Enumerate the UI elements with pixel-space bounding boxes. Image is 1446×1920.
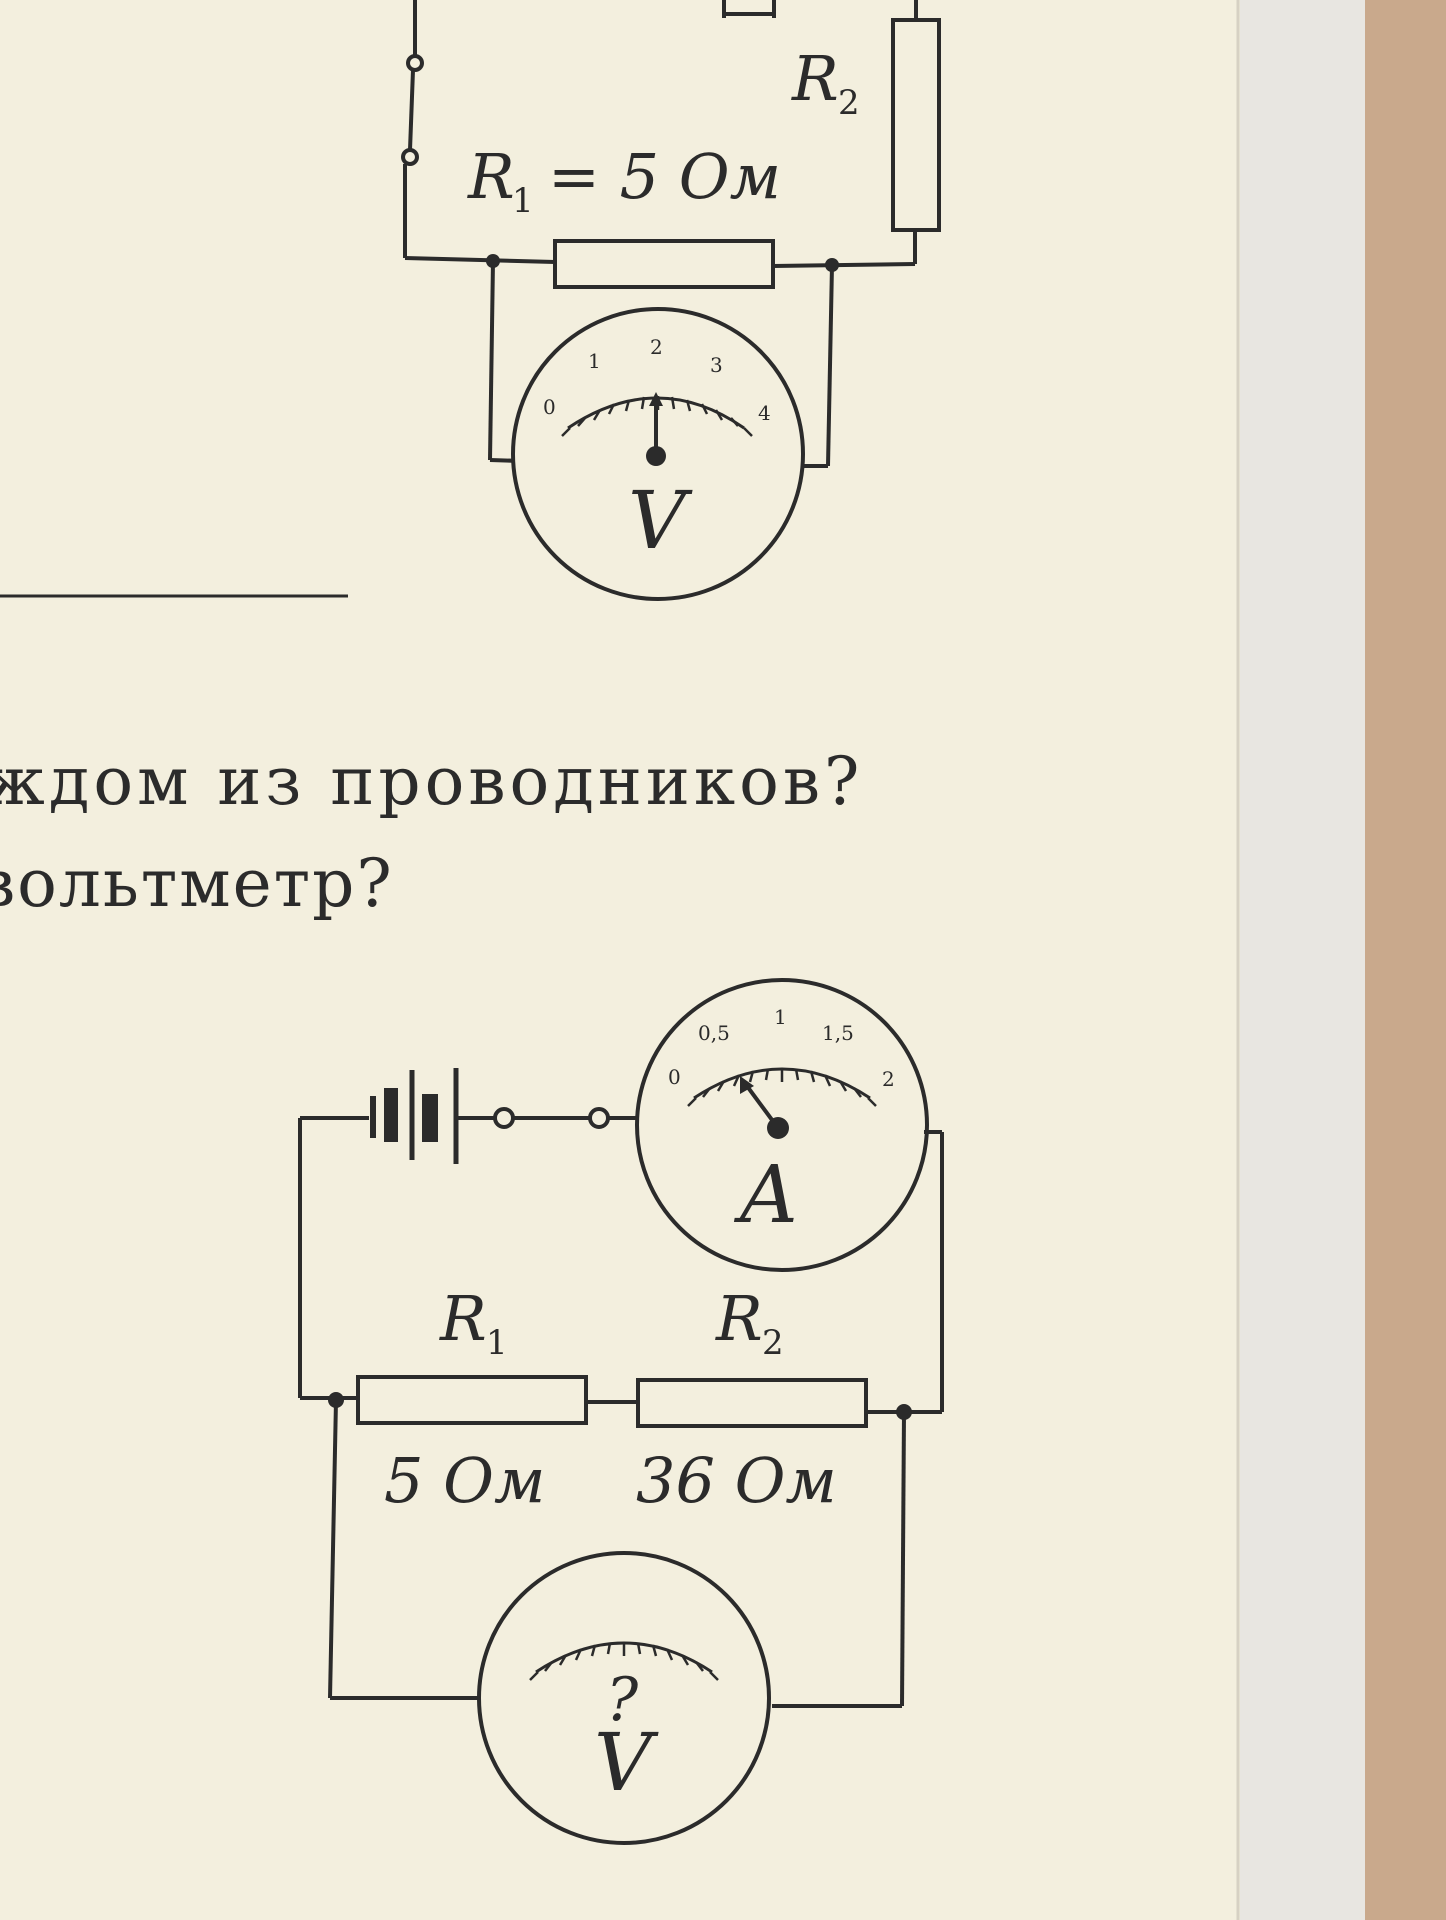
top-r1-label: R bbox=[467, 140, 515, 213]
bot-vm-tick bbox=[574, 1648, 583, 1661]
top-r1-value: = 5 Ом bbox=[548, 140, 781, 213]
top-terminal-b bbox=[401, 148, 419, 166]
bot-r1-label: R bbox=[439, 1282, 487, 1355]
top-circuit bbox=[401, 0, 941, 601]
bot-r2-value: 36 Ом bbox=[636, 1444, 837, 1517]
bot-r1-subscript: 1 bbox=[486, 1323, 508, 1363]
top-voltmeter-needle-tip bbox=[649, 392, 663, 406]
top-terminal-a bbox=[406, 54, 424, 72]
bot-terminal-b bbox=[588, 1107, 610, 1129]
top-vm-scale-4: 4 bbox=[758, 401, 771, 425]
am-tick bbox=[764, 1068, 770, 1081]
bot-r2-resistor bbox=[636, 1378, 868, 1428]
am-tick bbox=[853, 1087, 862, 1098]
bot-vm-tick bbox=[636, 1642, 642, 1655]
top-r2-label: R bbox=[791, 42, 839, 115]
top-vm-tick bbox=[714, 409, 724, 421]
top-r2-subscript: 2 bbox=[838, 83, 860, 123]
bot-vm-tick bbox=[606, 1642, 612, 1655]
bot-r2-label: R bbox=[715, 1282, 763, 1355]
top-left-wire-2 bbox=[408, 69, 415, 151]
am-tick bbox=[823, 1074, 832, 1087]
bot-battery-cell-thick bbox=[384, 1088, 398, 1142]
bot-v-branch-right-1 bbox=[900, 1411, 906, 1707]
bot-vm-tick bbox=[558, 1654, 568, 1666]
bot-voltmeter-letter: V bbox=[594, 1716, 659, 1809]
top-v-branch-right-1 bbox=[826, 264, 834, 467]
top-vm-tick bbox=[577, 417, 586, 427]
top-vm-scale-1: 1 bbox=[588, 349, 601, 373]
top-v-branch-left-1 bbox=[488, 260, 495, 461]
top-voltmeter-letter: V bbox=[628, 474, 693, 567]
bot-vm-tick bbox=[590, 1644, 597, 1657]
ammeter-scale-0-5: 0,5 bbox=[698, 1021, 730, 1045]
bot-vm-tick bbox=[680, 1654, 690, 1666]
bottom-circuit bbox=[298, 978, 944, 1845]
top-bottom-wire-left bbox=[404, 256, 556, 264]
top-vm-tick bbox=[561, 427, 571, 437]
bot-voltmeter-body bbox=[477, 1551, 771, 1845]
ammeter-scale-0: 0 bbox=[668, 1065, 681, 1089]
am-tick bbox=[748, 1070, 755, 1083]
bot-vm-tick bbox=[529, 1671, 539, 1681]
top-vm-scale-3: 3 bbox=[710, 353, 723, 377]
top-bottom-wire-right bbox=[772, 262, 916, 268]
top-vm-tick bbox=[670, 396, 676, 410]
bot-vm-tick bbox=[665, 1648, 674, 1661]
bot-vm-tick bbox=[709, 1671, 719, 1681]
am-tick bbox=[687, 1097, 697, 1107]
ammeter-ticks bbox=[687, 1068, 877, 1107]
top-vm-tick bbox=[624, 399, 631, 412]
top-junction-left bbox=[486, 254, 500, 268]
top-r2-resistor bbox=[891, 18, 941, 232]
ammeter-letter: A bbox=[733, 1148, 798, 1241]
bot-battery-cell-thick-2 bbox=[422, 1094, 438, 1142]
am-tick bbox=[702, 1087, 711, 1098]
top-junction-right bbox=[825, 258, 839, 272]
top-r1-resistor bbox=[553, 239, 775, 289]
bot-r1-resistor bbox=[356, 1375, 588, 1425]
bot-junction-left bbox=[328, 1392, 344, 1408]
ammeter-needle-tip bbox=[740, 1076, 754, 1094]
am-tick bbox=[838, 1080, 848, 1092]
bot-voltmeter-ticks bbox=[529, 1642, 719, 1681]
am-tick bbox=[867, 1097, 877, 1107]
bot-r2-subscript: 2 bbox=[762, 1323, 784, 1363]
bot-v-branch-left-1 bbox=[328, 1399, 338, 1699]
ammeter-scale-1: 1 bbox=[774, 1005, 787, 1029]
bot-junction-right bbox=[896, 1404, 912, 1420]
am-tick bbox=[716, 1080, 726, 1092]
am-tick bbox=[794, 1068, 800, 1081]
bot-vm-tick bbox=[651, 1644, 658, 1657]
bot-vm-tick bbox=[544, 1661, 553, 1672]
bot-vm-tick bbox=[695, 1661, 704, 1672]
top-vm-tick bbox=[640, 396, 646, 410]
question-line-2: вольтметр? bbox=[0, 845, 394, 922]
ammeter-scale-2: 2 bbox=[882, 1067, 895, 1091]
bot-voltmeter-question-mark: ? bbox=[606, 1665, 639, 1735]
top-vm-tick bbox=[743, 427, 753, 437]
top-vm-scale-0: 0 bbox=[543, 395, 556, 419]
bot-terminal-a bbox=[493, 1107, 515, 1129]
top-vm-tick bbox=[730, 417, 739, 427]
top-r1-subscript: 1 bbox=[512, 181, 534, 221]
bot-r1-value: 5 Ом bbox=[384, 1444, 545, 1517]
ammeter-scale-1-5: 1,5 bbox=[822, 1021, 854, 1045]
top-vm-tick bbox=[592, 409, 602, 421]
am-tick bbox=[809, 1070, 816, 1083]
am-tick bbox=[732, 1074, 741, 1087]
top-vm-tick bbox=[607, 403, 616, 415]
top-voltmeter-pivot bbox=[646, 446, 666, 466]
top-vm-tick bbox=[700, 403, 709, 415]
question-line-1: ждом из проводников? bbox=[0, 743, 863, 820]
ammeter-pivot bbox=[767, 1117, 789, 1139]
top-vm-tick bbox=[685, 399, 692, 412]
top-vm-scale-2: 2 bbox=[650, 335, 663, 359]
